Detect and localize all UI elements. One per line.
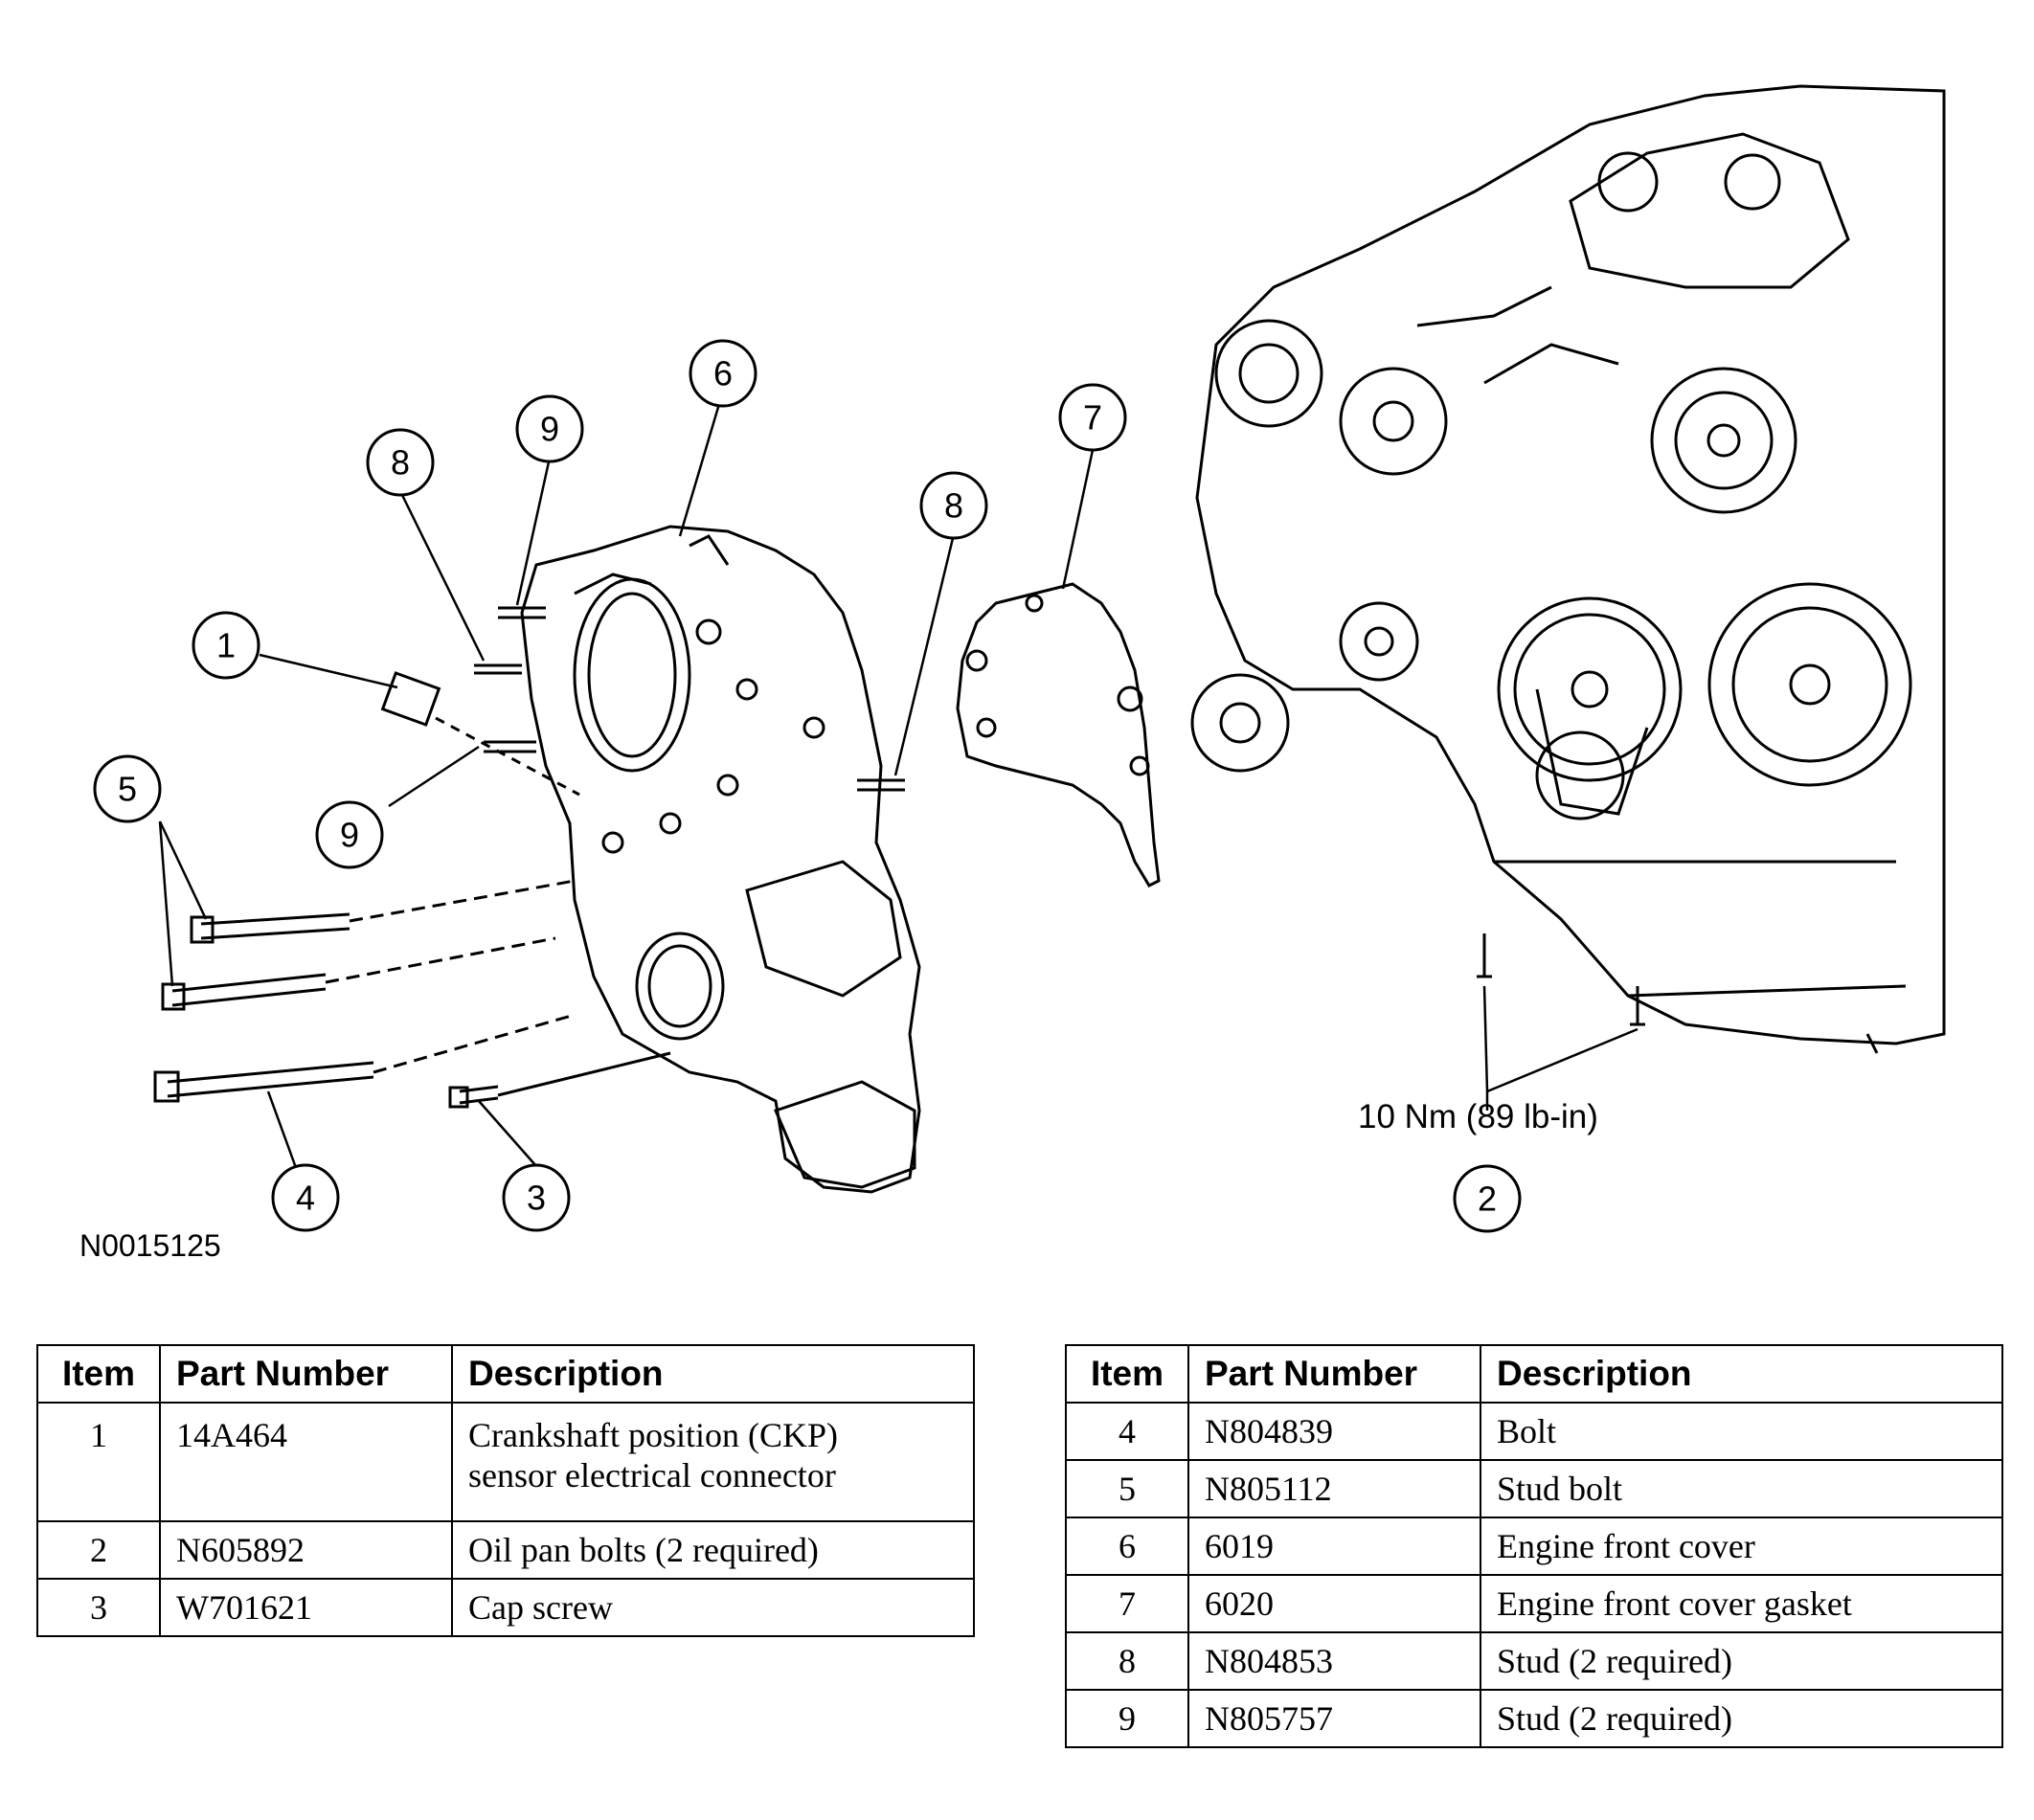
svg-text:2: 2: [1478, 1180, 1497, 1219]
cell-description: Stud bolt: [1480, 1459, 2003, 1518]
callout-6: 6: [689, 339, 757, 408]
col-header-description: Description: [1480, 1344, 2003, 1404]
callout-9: 9: [515, 394, 584, 463]
col-header-item: Item: [36, 1344, 161, 1404]
col-header-part-number: Part Number: [159, 1344, 453, 1404]
description-line-2: sensor electrical connector: [468, 1456, 836, 1494]
svg-text:6: 6: [713, 354, 733, 393]
table-header-row: Item Part Number Description: [36, 1344, 975, 1404]
svg-text:3: 3: [527, 1179, 546, 1218]
cell-part-number: 14A464: [159, 1402, 453, 1522]
cell-part-number: N605892: [159, 1520, 453, 1580]
svg-text:9: 9: [340, 816, 359, 855]
table-row: 7 6020 Engine front cover gasket: [1065, 1574, 2003, 1633]
table-row: 4 N804839 Bolt: [1065, 1402, 2003, 1461]
cell-item: 5: [1065, 1459, 1189, 1518]
col-header-item: Item: [1065, 1344, 1189, 1404]
col-header-description: Description: [451, 1344, 975, 1404]
table-row: 5 N805112 Stud bolt: [1065, 1459, 2003, 1518]
engine-front-cover-drawing: [520, 525, 921, 1194]
cell-item: 7: [1065, 1574, 1189, 1633]
cell-part-number: N804839: [1187, 1402, 1481, 1461]
table-row: 2 N605892 Oil pan bolts (2 required): [36, 1520, 975, 1580]
svg-text:5: 5: [118, 770, 137, 809]
svg-text:8: 8: [944, 486, 963, 526]
cell-description: Crankshaft position (CKP) sensor electri…: [451, 1402, 975, 1522]
cell-description: Stud (2 required): [1480, 1689, 2003, 1748]
parts-table-right: Item Part Number Description 4 N804839 B…: [1065, 1344, 2003, 1748]
cell-item: 4: [1065, 1402, 1189, 1461]
cell-item: 6: [1065, 1517, 1189, 1576]
callout-7: 7: [1058, 383, 1127, 452]
callout-3: 3: [502, 1163, 571, 1232]
cell-part-number: 6020: [1187, 1574, 1481, 1633]
bolts-drawing: [153, 879, 671, 1109]
col-header-part-number: Part Number: [1187, 1344, 1481, 1404]
studs-drawing: [474, 606, 905, 792]
cell-item: 9: [1065, 1689, 1189, 1748]
cell-description: Cap screw: [451, 1578, 975, 1637]
callouts: 1 2 3 4 5 6 7 8 8 9 9: [93, 339, 1522, 1233]
table-header-row: Item Part Number Description: [1065, 1344, 2003, 1404]
table-row: 8 N804853 Stud (2 required): [1065, 1631, 2003, 1691]
ckp-connector-drawing: [380, 671, 441, 727]
cell-description: Bolt: [1480, 1402, 2003, 1461]
cell-description: Stud (2 required): [1480, 1631, 2003, 1691]
torque-spec-label: 10 Nm (89 lb-in): [1358, 1098, 1598, 1135]
callout-8: 8: [366, 428, 435, 497]
svg-text:1: 1: [216, 626, 236, 665]
engine-assembly-drawing: [1190, 84, 1946, 1054]
table-row: 3 W701621 Cap screw: [36, 1578, 975, 1637]
table-row: 1 14A464 Crankshaft position (CKP) senso…: [36, 1402, 975, 1522]
leader-lines: [158, 377, 1638, 1198]
cell-item: 1: [36, 1402, 161, 1522]
front-cover-gasket-drawing: [956, 582, 1161, 888]
cell-description: Oil pan bolts (2 required): [451, 1520, 975, 1580]
callout-5: 5: [93, 754, 162, 823]
figure-id: N0015125: [79, 1228, 221, 1263]
cell-part-number: N805757: [1187, 1689, 1481, 1748]
table-row: 9 N805757 Stud (2 required): [1065, 1689, 2003, 1748]
cell-part-number: N805112: [1187, 1459, 1481, 1518]
cell-part-number: 6019: [1187, 1517, 1481, 1576]
cell-part-number: N804853: [1187, 1631, 1481, 1691]
cell-description: Engine front cover gasket: [1480, 1574, 2003, 1633]
table-row: 6 6019 Engine front cover: [1065, 1517, 2003, 1576]
callout-4: 4: [271, 1163, 340, 1232]
callout-9: 9: [315, 800, 384, 869]
callout-8: 8: [919, 471, 988, 540]
cell-description: Engine front cover: [1480, 1517, 2003, 1576]
description-line-1: Crankshaft position (CKP): [468, 1416, 838, 1454]
parts-table-left: Item Part Number Description 1 14A464 Cr…: [36, 1344, 975, 1637]
cell-item: 8: [1065, 1631, 1189, 1691]
cell-item: 3: [36, 1578, 161, 1637]
svg-text:4: 4: [296, 1179, 315, 1218]
cell-part-number: W701621: [159, 1578, 453, 1637]
callout-1: 1: [192, 611, 260, 680]
cell-item: 2: [36, 1520, 161, 1580]
svg-text:7: 7: [1083, 398, 1102, 438]
callout-2: 2: [1453, 1164, 1522, 1233]
svg-text:8: 8: [391, 443, 410, 483]
svg-text:9: 9: [540, 410, 559, 449]
